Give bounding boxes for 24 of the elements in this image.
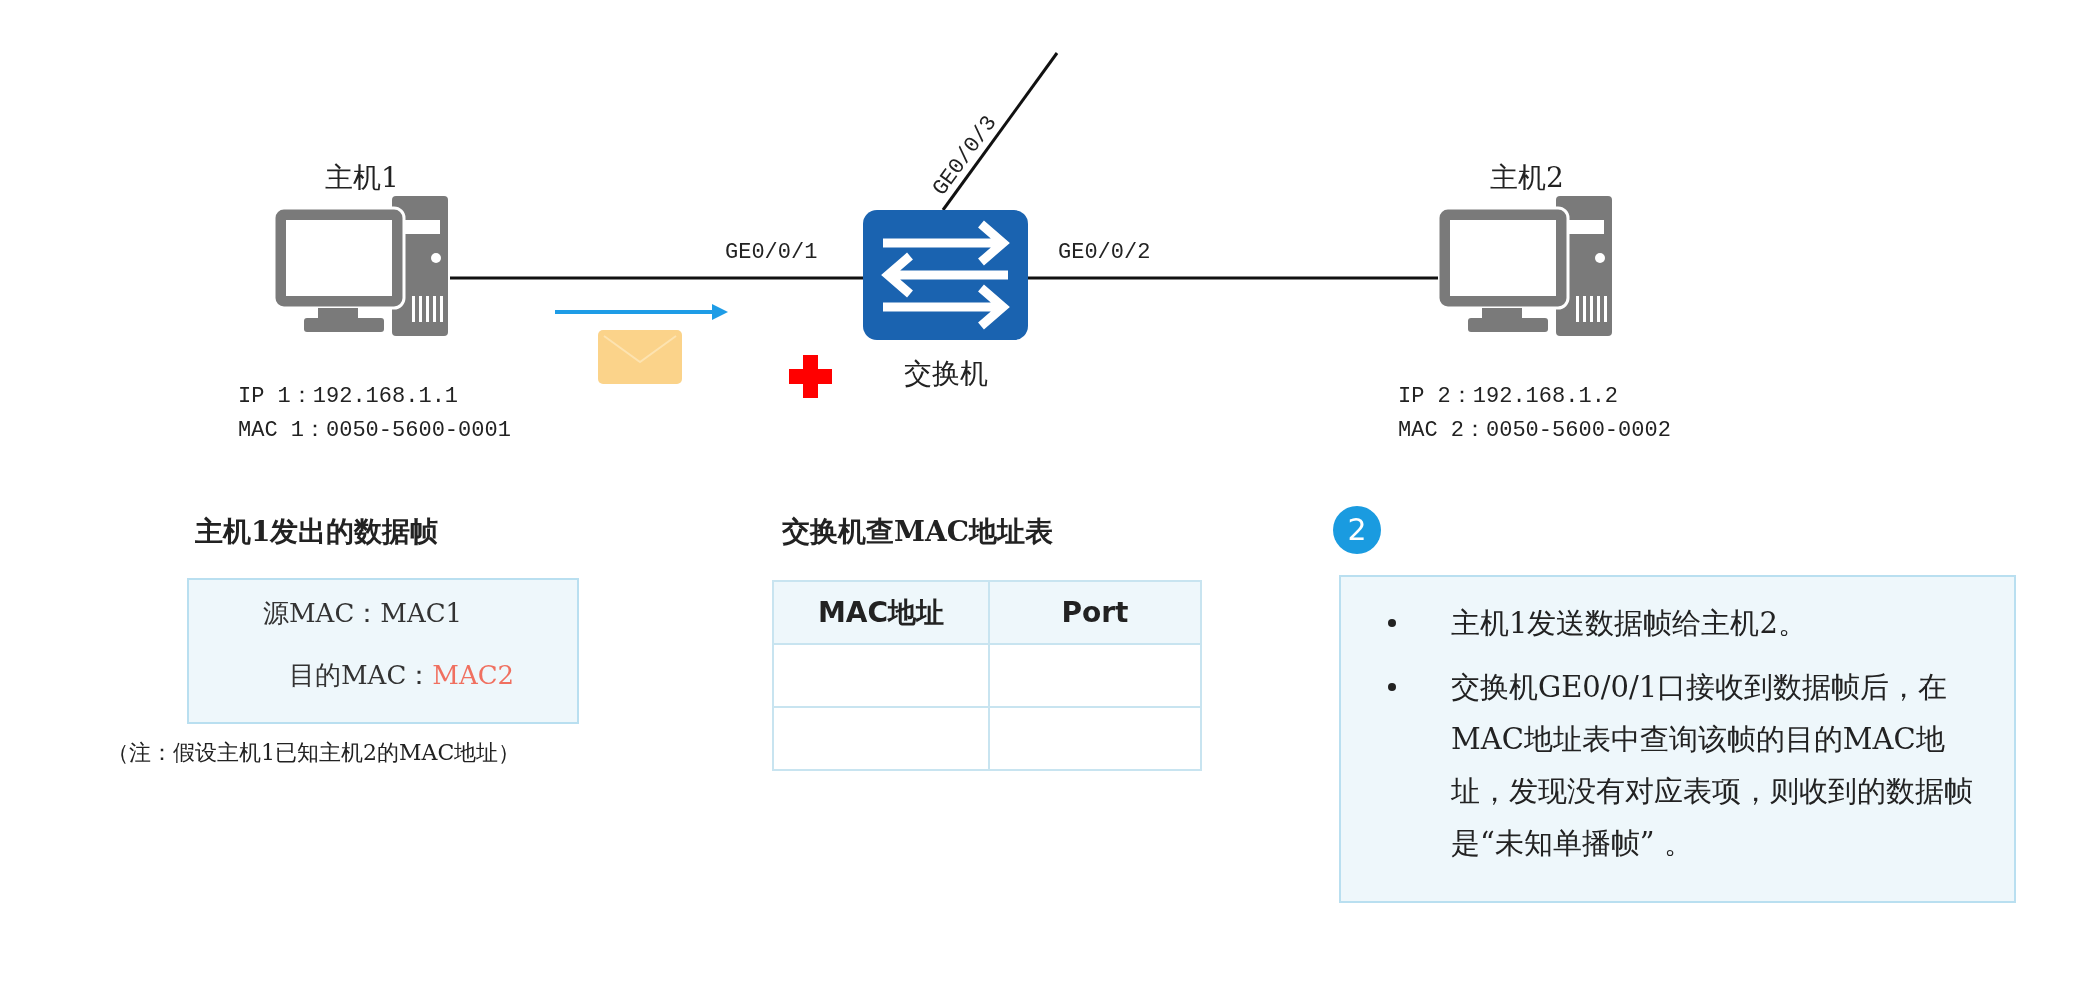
- field-text: 目的MAC：: [289, 660, 433, 690]
- note-text: （注：假设主机1已知主机2的MAC地址）: [107, 739, 521, 767]
- connection-line: [450, 276, 863, 280]
- table-header-cell: MAC地址: [773, 581, 989, 644]
- device-label: 交换机: [902, 356, 989, 392]
- step-number-badge: 2: [1333, 506, 1381, 554]
- bullet-text: 交换机GE0/0/1口接收到数据帧后，在MAC地址表中查询该帧的目的MAC地址，发现没有对应表项，则收到的数据帧是“未知单播帧” 。: [1451, 670, 1973, 860]
- port-label: GE0/0/1: [725, 240, 818, 266]
- port-label: GE0/0/2: [1058, 240, 1151, 266]
- section-title: 主机1发出的数据帧: [194, 514, 440, 550]
- highlighted-value: MAC2: [432, 660, 515, 690]
- table-header-cell: Port: [989, 581, 1201, 644]
- section-title: 交换机查MAC地址表: [781, 514, 1054, 550]
- bullet-text: 主机1发送数据帧给主机2。: [1451, 606, 1807, 640]
- address-text: MAC 1：0050-5600-0001: [238, 417, 511, 445]
- address-text: IP 2：192.168.1.2: [1398, 383, 1620, 411]
- connection-line: [941, 52, 1059, 211]
- connection-line: [1028, 276, 1438, 280]
- info-panel: [1339, 575, 2016, 903]
- host-label: 主机1: [324, 160, 400, 196]
- field-text: 源MAC：MAC1: [263, 598, 463, 628]
- address-text: IP 1：192.168.1.1: [238, 383, 460, 411]
- address-text: MAC 2：0050-5600-0002: [1398, 417, 1671, 445]
- host-label: 主机2: [1489, 160, 1565, 196]
